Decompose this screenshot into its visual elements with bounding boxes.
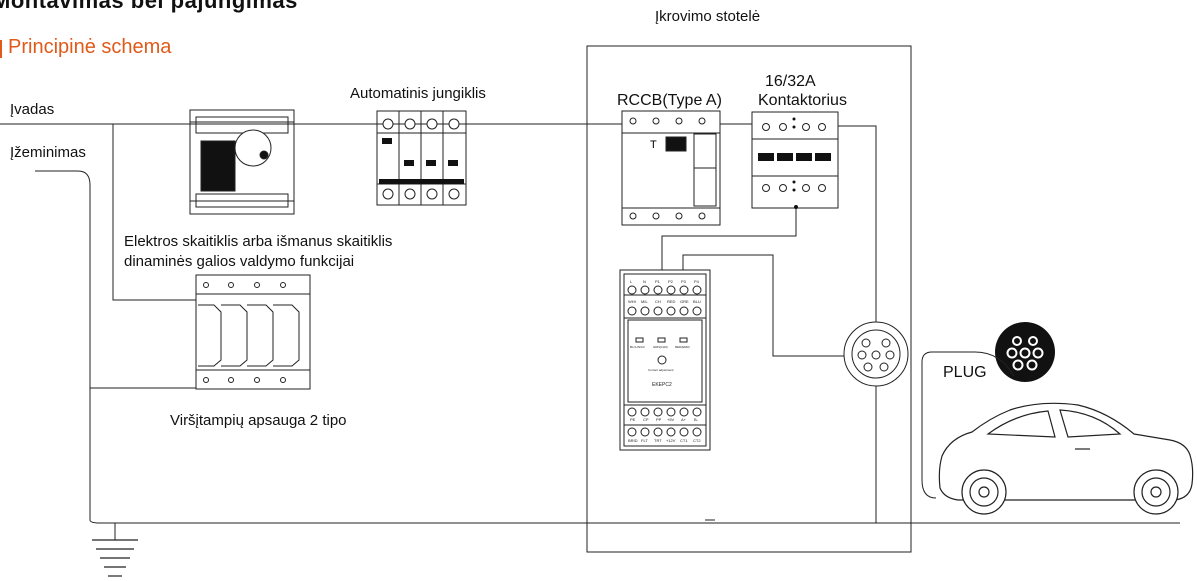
spd-label: Viršįtampių apsauga 2 tipo: [170, 412, 347, 429]
ctrl-top-term-1: L: [630, 279, 633, 284]
ctrl-bottom-label-4: +12V: [666, 438, 676, 443]
rccb-device: [621, 110, 721, 226]
breaker-label: Automatinis jungiklis: [350, 85, 486, 102]
ctrl-bottom-label-3: TRT: [654, 438, 662, 443]
station-enclosure: [586, 45, 912, 553]
ctrl-top-term-6: P4: [694, 279, 700, 284]
car-icon: [938, 402, 1194, 515]
ctrl-top-term-5: P3: [681, 279, 687, 284]
input-label: Įvadas: [10, 101, 55, 118]
ctrl-top-term-4: P2: [668, 279, 674, 284]
ctrl-upper-label-3: CH: [655, 299, 661, 304]
section-subtitle: Principinė schema: [0, 36, 172, 58]
ctrl-bottom-label-2: FLT: [641, 438, 648, 443]
circuit-breaker-device: [376, 110, 467, 206]
ctrl-upper-label-4: RED: [667, 299, 676, 304]
meter-label-line1: Elektros skaitiklis arba išmanus skaitik…: [124, 233, 393, 250]
page-title: Montavimas bei pajungimas: [0, 0, 298, 13]
spd-device: [195, 274, 311, 390]
ctrl-indicator-1: BL=LIN/C2: [630, 345, 645, 349]
ctrl-indicator-3: RED(ERR): [675, 345, 690, 349]
controller-device: [619, 269, 711, 451]
ctrl-lower-label-2: CP: [643, 417, 649, 422]
ctrl-upper-label-1: WHI: [628, 299, 636, 304]
meter-label-line2: dinaminės galios valdymo funkcijai: [124, 253, 355, 270]
ctrl-bottom-label-1: BRID: [628, 438, 638, 443]
ctrl-model: EKEPC2: [652, 382, 672, 388]
contactor-device: [751, 111, 839, 209]
grounding-label: Įžeminimas: [10, 144, 86, 161]
energy-meter-device: [189, 109, 295, 215]
ctrl-upper-label-6: BLU: [693, 299, 701, 304]
ctrl-bottom-label-6: CT2: [693, 438, 701, 443]
ctrl-top-term-3: P1: [655, 279, 661, 284]
ctrl-center-text: Current adjustment: [648, 368, 674, 372]
ctrl-lower-label-1: PE: [630, 417, 636, 422]
rccb-test-marker: T: [650, 139, 657, 151]
rccb-label: RCCB(Type A): [617, 92, 722, 109]
ctrl-top-term-2: N: [643, 279, 646, 284]
ctrl-upper-label-5: GRE: [680, 299, 689, 304]
contactor-rating-label: 16/32A: [765, 73, 816, 90]
ctrl-upper-label-2: MIL: [641, 299, 648, 304]
socket-icon: [843, 321, 909, 387]
ctrl-indicator-2: GRN(CH3): [653, 345, 668, 349]
contactor-label: Kontaktorius: [758, 92, 847, 109]
plug-label: PLUG: [943, 364, 987, 381]
ctrl-bottom-label-5: CT1: [680, 438, 688, 443]
ctrl-lower-label-5: A+: [681, 417, 687, 422]
ctrl-lower-label-4: +5V: [667, 417, 675, 422]
ctrl-lower-label-3: PP: [656, 417, 662, 422]
station-label: Įkrovimo stotelė: [655, 8, 761, 25]
plug-icon: [995, 322, 1055, 382]
ctrl-lower-label-6: B-: [694, 417, 699, 422]
